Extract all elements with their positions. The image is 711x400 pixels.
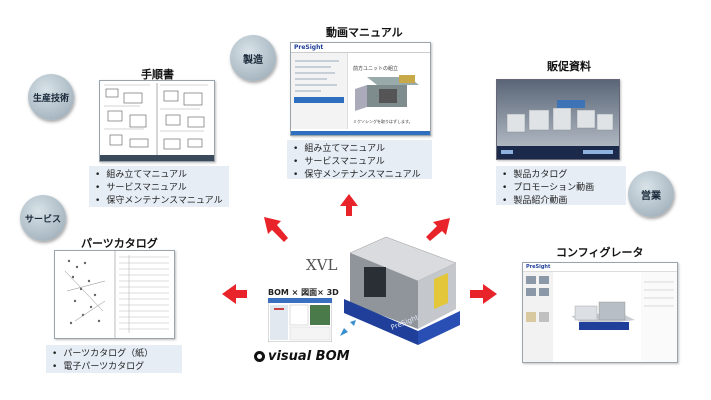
list-item: 保守メンテナンスマニュアル: [293, 169, 426, 182]
video-sidebar: [291, 53, 348, 129]
dept-sales: 営業: [628, 171, 674, 217]
dept-label: 営業: [641, 190, 661, 202]
bom-logo-text: visual BOM: [268, 349, 350, 364]
dept-label: 生産技術: [32, 93, 69, 104]
list-item: 組み立てマニュアル: [95, 169, 223, 182]
list-item: 電子パーツカタログ: [52, 361, 176, 374]
arrow-left-icon: [222, 284, 247, 304]
procedure-title: 手順書: [141, 68, 174, 81]
list-item: プロモーション動画: [502, 182, 620, 195]
list-item: 製品カタログ: [502, 169, 620, 182]
list-item: 組み立てマニュアル: [293, 143, 426, 156]
video-list: 組み立てマニュアル サービスマニュアル 保守メンテナンスマニュアル: [287, 140, 432, 182]
dept-label: サービス: [24, 214, 61, 225]
list-item: 製品紹介動画: [502, 195, 620, 208]
video-progress-bar: [291, 131, 430, 135]
visual-bom-screenshot: [268, 298, 332, 342]
dept-label: 製造: [243, 54, 263, 66]
promo-thumbnail: [496, 79, 620, 160]
promo-list: 製品カタログ プロモーション動画 製品紹介動画: [496, 166, 626, 208]
exploded-view-illustration: [55, 251, 174, 338]
machine-illustration: PreSight: [344, 236, 460, 345]
procedure-thumbnail: [99, 80, 215, 162]
video-title: 動画マニュアル: [326, 26, 403, 39]
parts-catalog-thumbnail: [54, 250, 175, 339]
parts-list: パーツカタログ（紙） 電子パーツカタログ: [46, 345, 182, 373]
xvl-logo: XVL: [306, 256, 338, 274]
double-arrow-icon: [340, 320, 356, 336]
list-item: 保守メンテナンスマニュアル: [95, 195, 223, 208]
arrow-up-icon: [340, 194, 358, 216]
list-item: サービスマニュアル: [95, 182, 223, 195]
dept-manufacturing: 製造: [230, 35, 276, 81]
promo-title: 販促資料: [547, 60, 591, 73]
dept-service: サービス: [20, 195, 66, 241]
video-header: PreSight: [291, 43, 430, 53]
bom-label: BOM × 図面× 3D: [268, 288, 339, 297]
arrow-up-left-icon: [264, 217, 288, 242]
config-title: コンフィグレータ: [556, 246, 644, 259]
list-item: パーツカタログ（紙）: [52, 348, 176, 361]
factory-illustration: [497, 80, 619, 159]
manual-pages-illustration: [100, 81, 214, 161]
parts-title: パーツカタログ: [81, 237, 158, 250]
configurator-illustration: [523, 272, 677, 362]
dept-production-engineering: 生産技術: [28, 74, 74, 120]
list-item: サービスマニュアル: [293, 156, 426, 169]
video-assembly-illustration: [355, 75, 419, 111]
configurator-thumbnail: PreSight: [522, 262, 678, 363]
config-header: PreSight: [523, 263, 677, 272]
visual-bom-logo: visual BOM: [254, 349, 350, 364]
bom-logo-icon: [254, 351, 265, 362]
video-step-title: 前方ユニットの組立: [353, 66, 399, 72]
procedure-list: 組み立てマニュアル サービスマニュアル 保守メンテナンスマニュアル: [89, 166, 229, 207]
video-caption: ミクソシングを取りはずします。: [353, 119, 413, 124]
video-manual-thumbnail: PreSight 前方ユニットの組立 ミクソシングを取りはずします。: [290, 42, 431, 136]
arrow-right-icon: [470, 284, 497, 304]
